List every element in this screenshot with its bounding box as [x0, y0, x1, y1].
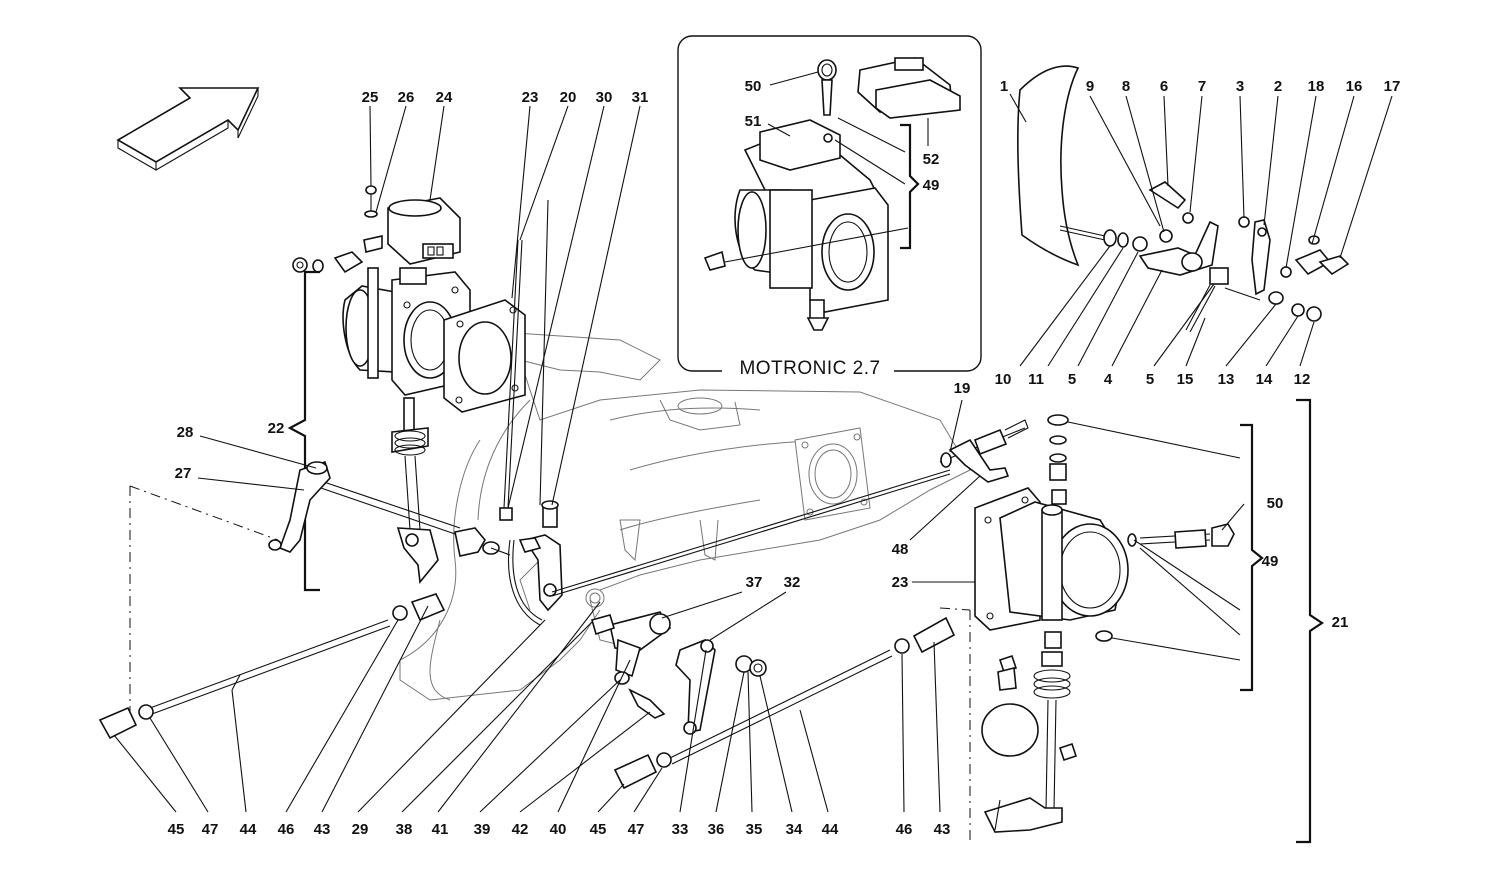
callout: 3	[1236, 78, 1244, 95]
callout: 4	[1104, 371, 1113, 388]
callout: 41	[432, 821, 449, 838]
callout: 43	[934, 821, 951, 838]
callout: 12	[1294, 371, 1311, 388]
callout: 24	[436, 89, 453, 106]
callout: 5	[1068, 371, 1076, 388]
pedal-linkage	[1059, 181, 1261, 333]
callout: 18	[1308, 78, 1325, 95]
center-lever-assembly	[507, 534, 563, 626]
callout: 23	[522, 89, 539, 106]
callout: 33	[672, 821, 689, 838]
callout: 20	[560, 89, 577, 106]
left-throttle-shaft	[391, 397, 439, 584]
right-lower-spring	[981, 631, 1078, 833]
callout: 38	[396, 821, 413, 838]
callout: 45	[590, 821, 607, 838]
callout: 40	[550, 821, 567, 838]
callout: 22	[268, 420, 285, 437]
callout: 50	[745, 78, 762, 95]
callout: 13	[1218, 371, 1235, 388]
inset-title: MOTRONIC 2.7	[739, 358, 880, 379]
throttle-cable	[551, 469, 951, 593]
callout: 42	[512, 821, 529, 838]
inset-throttle-body	[703, 119, 909, 331]
right-stack-hardware	[1047, 414, 1235, 642]
accelerator-pedal	[1017, 65, 1080, 267]
callout: 29	[352, 821, 369, 838]
bottom-left-rod	[98, 593, 446, 740]
pedal-lever-2	[1238, 216, 1350, 322]
callout-labels: 25 26 24 23 20 30 31 50 51 52 49 1 9 8 6…	[168, 78, 1401, 838]
throttle-position-sensor	[387, 197, 461, 265]
callout: 19	[954, 380, 971, 397]
long-screws	[499, 199, 559, 528]
callout: 47	[628, 821, 645, 838]
callout: 5	[1146, 371, 1154, 388]
callout: 30	[596, 89, 613, 106]
right-bracket-21	[1296, 398, 1324, 844]
callout: 21	[1332, 614, 1349, 631]
callout: 49	[923, 177, 940, 194]
callout: 16	[1346, 78, 1363, 95]
inset-screw	[817, 59, 837, 143]
callout: 51	[745, 113, 762, 130]
callout: 45	[168, 821, 185, 838]
callout: 44	[240, 821, 257, 838]
right-bracket-49	[1240, 423, 1264, 692]
leader-lines	[113, 71, 1393, 813]
callout: 10	[995, 371, 1012, 388]
callout: 23	[892, 574, 909, 591]
throttle-gasket	[443, 299, 526, 413]
callout: 49	[1262, 553, 1279, 570]
callout: 27	[175, 465, 192, 482]
left-bracket-22	[287, 270, 320, 592]
callout: 44	[822, 821, 839, 838]
callout: 2	[1274, 78, 1282, 95]
callout: 48	[892, 541, 909, 558]
callout: 31	[632, 89, 649, 106]
callout: 7	[1198, 78, 1206, 95]
center-bottom-levers	[591, 611, 767, 735]
callout: 52	[923, 151, 940, 168]
callout: 32	[784, 574, 801, 591]
callout: 1	[1000, 78, 1008, 95]
callout: 25	[362, 89, 379, 106]
callout: 17	[1384, 78, 1401, 95]
callout: 9	[1086, 78, 1094, 95]
callout: 11	[1028, 371, 1044, 388]
callout: 26	[398, 89, 415, 106]
cable-end-19	[939, 419, 1029, 483]
callout: 50	[1267, 495, 1284, 512]
callout: 37	[746, 574, 763, 591]
callout: 28	[177, 424, 194, 441]
inset-sensor	[857, 57, 961, 119]
callout: 47	[202, 821, 219, 838]
callout: 43	[314, 821, 331, 838]
callout: 6	[1160, 78, 1168, 95]
linkage-rod-28	[129, 460, 511, 557]
callout: 8	[1122, 78, 1130, 95]
callout: 46	[896, 821, 913, 838]
callout: 15	[1177, 371, 1194, 388]
intake-manifold	[399, 329, 971, 701]
callout: 36	[708, 821, 725, 838]
right-throttle-body	[974, 487, 1129, 631]
callout: 39	[474, 821, 491, 838]
callout: 46	[278, 821, 295, 838]
callout: 35	[746, 821, 763, 838]
bottom-center-rod	[613, 616, 956, 790]
inset-bracket	[900, 123, 920, 250]
callout: 34	[786, 821, 803, 838]
direction-arrow-icon	[116, 87, 260, 171]
left-small-hardware	[292, 185, 383, 274]
callout: 14	[1256, 371, 1273, 388]
